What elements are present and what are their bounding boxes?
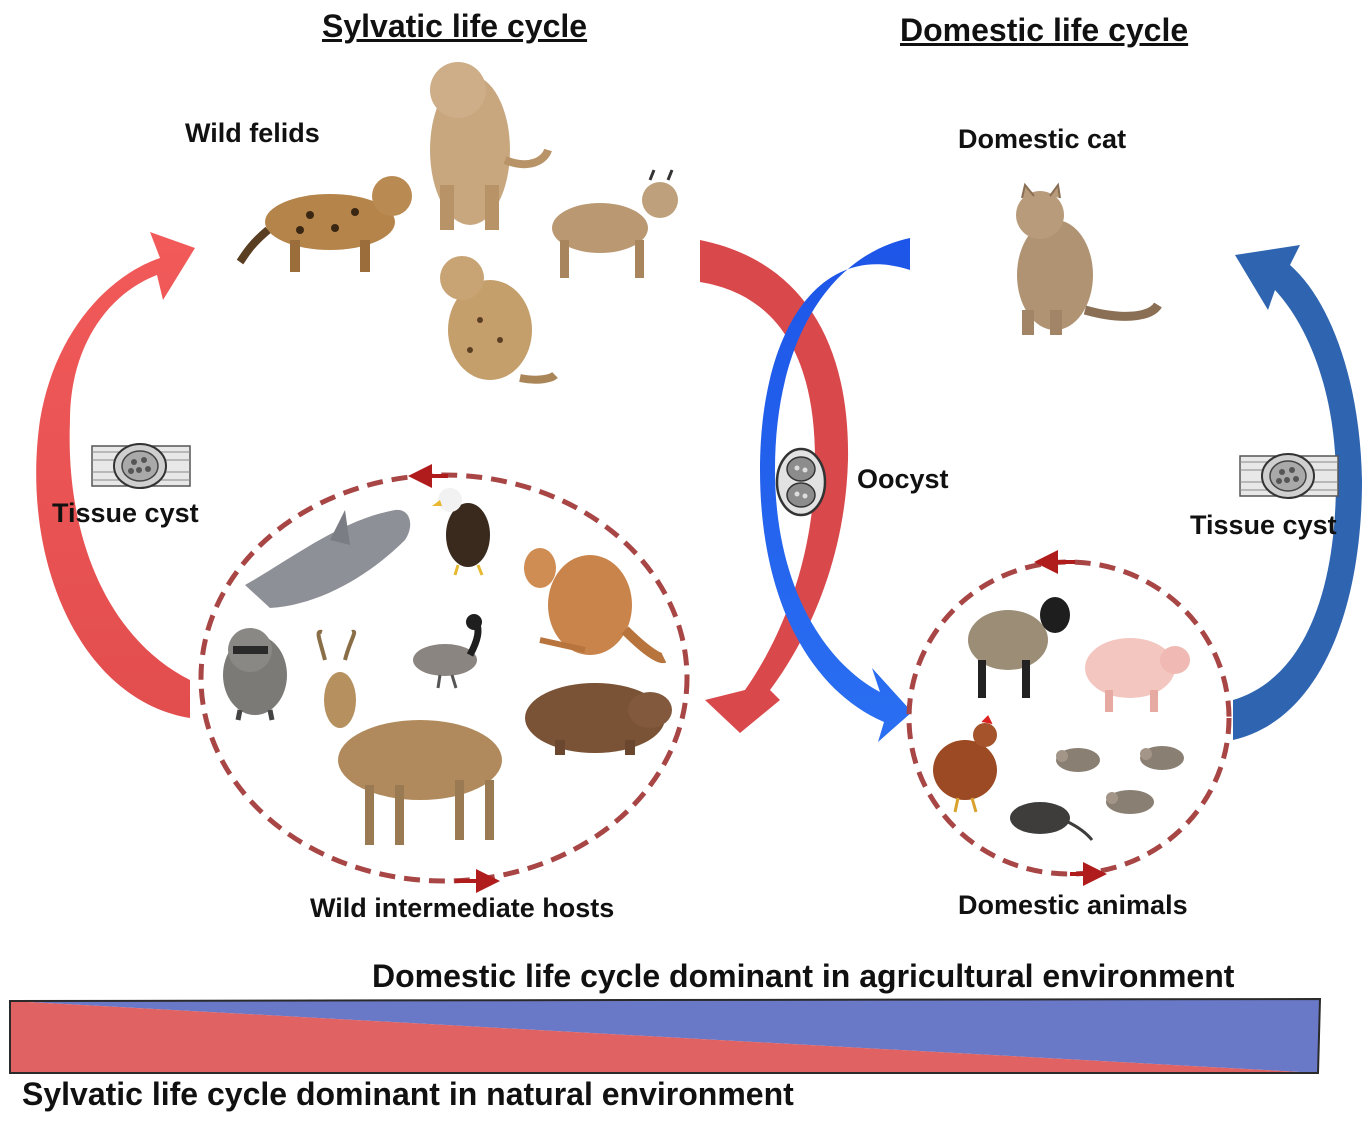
- domestic-animals-label: Domestic animals: [958, 890, 1188, 921]
- domestic-dominant-caption: Domestic life cycle dominant in agricult…: [372, 958, 1234, 995]
- capybara-icon: [525, 683, 672, 755]
- wild-felids-label: Wild felids: [185, 118, 320, 149]
- eagle-icon: [432, 488, 490, 575]
- sheep-icon: [968, 597, 1070, 698]
- pig-icon: [1085, 638, 1190, 712]
- raccoon-icon: [223, 628, 287, 720]
- mouse-icon: [1056, 748, 1100, 772]
- ocelot-icon: [240, 176, 412, 272]
- domestic-cat-icon: [1016, 185, 1158, 335]
- tissue-cyst-right-label: Tissue cyst: [1190, 510, 1337, 541]
- sylvatic-dominant-caption: Sylvatic life cycle dominant in natural …: [22, 1076, 794, 1113]
- sylvatic-title: Sylvatic life cycle: [322, 8, 587, 45]
- oocyst-icon: [777, 449, 825, 515]
- oocyst-label: Oocyst: [857, 464, 949, 495]
- hen-icon: [933, 716, 997, 812]
- mouse-icon: [1140, 746, 1184, 770]
- rat-icon: [1010, 802, 1092, 840]
- tissue-cyst-right-icon: [1240, 454, 1338, 498]
- wild-intermediate-hosts-label: Wild intermediate hosts: [310, 893, 614, 924]
- tissue-cyst-left-icon: [92, 444, 190, 488]
- goose-icon: [413, 614, 482, 688]
- dolphin-icon: [245, 510, 410, 608]
- tissue-cyst-left-label: Tissue cyst: [52, 498, 199, 529]
- bobcat-icon: [440, 256, 555, 380]
- mouse-icon: [1106, 790, 1154, 814]
- environment-gradient-bar: [10, 999, 1320, 1073]
- cougar-icon: [430, 62, 548, 230]
- lynx-icon: [552, 170, 678, 278]
- domestic-cat-label: Domestic cat: [958, 124, 1126, 155]
- domestic-title: Domestic life cycle: [900, 12, 1188, 49]
